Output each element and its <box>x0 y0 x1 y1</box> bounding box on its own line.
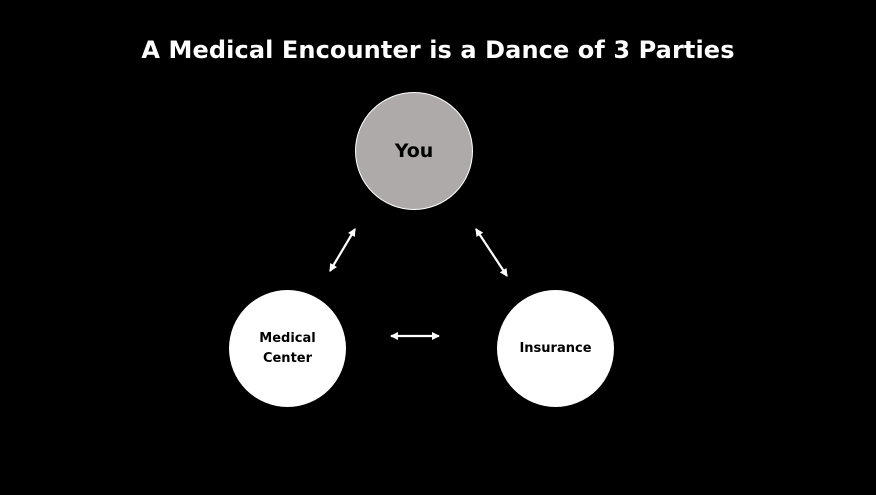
node-insurance: Insurance <box>497 290 614 407</box>
node-you: You <box>355 92 473 210</box>
node-you-label: You <box>394 140 434 162</box>
arrow-you-insurance <box>475 228 508 277</box>
node-insurance-label: Insurance <box>519 340 592 356</box>
node-medical-center: Medical Center <box>229 290 346 407</box>
diagram-title: A Medical Encounter is a Dance of 3 Part… <box>141 36 735 64</box>
node-medical-center-label: Medical Center <box>259 330 316 366</box>
arrow-you-medical-center <box>329 228 356 272</box>
